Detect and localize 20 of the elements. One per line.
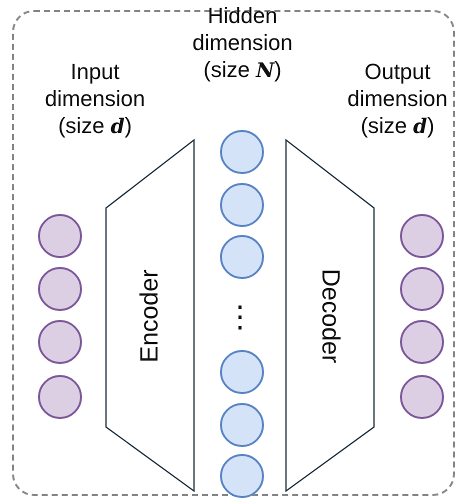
neuron-circle bbox=[220, 130, 264, 174]
neuron-circle bbox=[400, 267, 444, 311]
block-label: Decoder bbox=[316, 268, 344, 363]
neuron-circle bbox=[220, 403, 264, 447]
neuron-circle bbox=[400, 320, 444, 364]
neuron-circle bbox=[38, 320, 82, 364]
neuron-circle bbox=[38, 375, 82, 419]
neuron-circle bbox=[400, 214, 444, 258]
neuron-circle bbox=[400, 375, 444, 419]
neuron-circle bbox=[38, 267, 82, 311]
neuron-circle bbox=[220, 454, 264, 498]
column-heading: Input dimension (size d) bbox=[44, 58, 146, 140]
ellipsis-label: ⋮ bbox=[225, 300, 255, 336]
neuron-circle bbox=[220, 350, 264, 394]
block-label: Encoder bbox=[136, 268, 164, 362]
neuron-circle bbox=[220, 235, 264, 279]
column-heading: Output dimension (size d) bbox=[346, 58, 449, 140]
neuron-circle bbox=[220, 183, 264, 227]
neuron-circle bbox=[38, 214, 82, 258]
column-heading: Hidden dimension (size N) bbox=[191, 2, 294, 84]
